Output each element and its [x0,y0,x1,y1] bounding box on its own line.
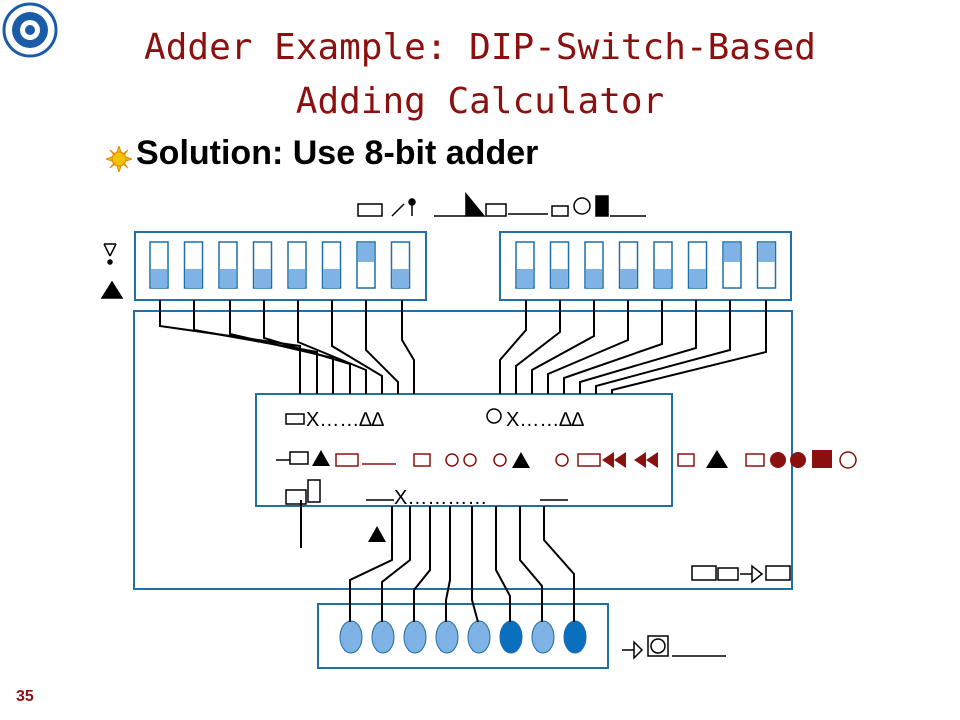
sun-bullet-icon [106,146,132,172]
svg-text:X……∆∆: X……∆∆ [506,409,585,431]
garbled-label-chip-line3: X………… [285,479,568,509]
garbled-label-bottom-right [622,564,791,660]
led-bar [317,603,609,669]
dip-left-switch-5[interactable] [287,241,307,289]
dip-left-switch-6[interactable] [321,241,342,289]
svg-text:X……∆∆: X……∆∆ [306,409,385,431]
wires-left [159,300,415,394]
dip-left-switch-2[interactable] [183,241,204,289]
wires-output [300,500,575,623]
dip-left-switches [149,241,411,289]
dip-right-switch-5[interactable] [653,241,673,289]
led-5 [467,620,491,654]
garbled-label-top [357,191,646,217]
adder-diagram: X……∆∆ X……∆∆ X………… [100,191,857,669]
led-4 [435,620,459,654]
dip-right-switch-1[interactable] [515,241,535,289]
bullet-text: Solution: Use 8-bit adder [136,134,539,172]
board-outline [133,310,793,590]
led-2 [371,620,395,654]
led-3 [403,620,427,654]
slide-title-line1: Adder Example: DIP-Switch-Based [144,27,816,68]
adder-chip [255,393,673,507]
dip-left-switch-4[interactable] [252,241,273,289]
garbled-label-chip-line2 [276,450,857,469]
led-1 [339,620,363,654]
dip-right-switch-4[interactable] [618,241,639,289]
svg-text:X…………: X………… [394,487,487,509]
dip-switch-right [499,231,792,301]
page-number: 35 [16,688,34,705]
university-logo [2,2,58,58]
dip-right-switch-7[interactable] [722,241,742,289]
dip-left-switch-8[interactable] [390,241,411,289]
dip-right-switches [515,241,777,289]
dip-right-switch-3[interactable] [584,241,604,289]
garbled-label-chip-line1: X……∆∆ X……∆∆ [285,408,585,431]
dip-switch-left [134,231,427,301]
legend-glyphs-left [100,243,124,299]
led-8 [563,620,587,654]
dip-right-switch-8[interactable] [756,241,777,289]
dip-left-switch-7[interactable] [356,241,376,289]
slide-title-line2: Adding Calculator [295,81,665,122]
led-6 [499,620,523,654]
dip-left-switch-3[interactable] [218,241,238,289]
carry-in-arrow-icon [368,526,386,542]
dip-left-switch-1[interactable] [149,241,169,289]
led-7 [531,620,555,654]
dip-right-switch-6[interactable] [687,241,708,289]
dip-right-switch-2[interactable] [549,241,570,289]
wires-right [499,300,767,394]
